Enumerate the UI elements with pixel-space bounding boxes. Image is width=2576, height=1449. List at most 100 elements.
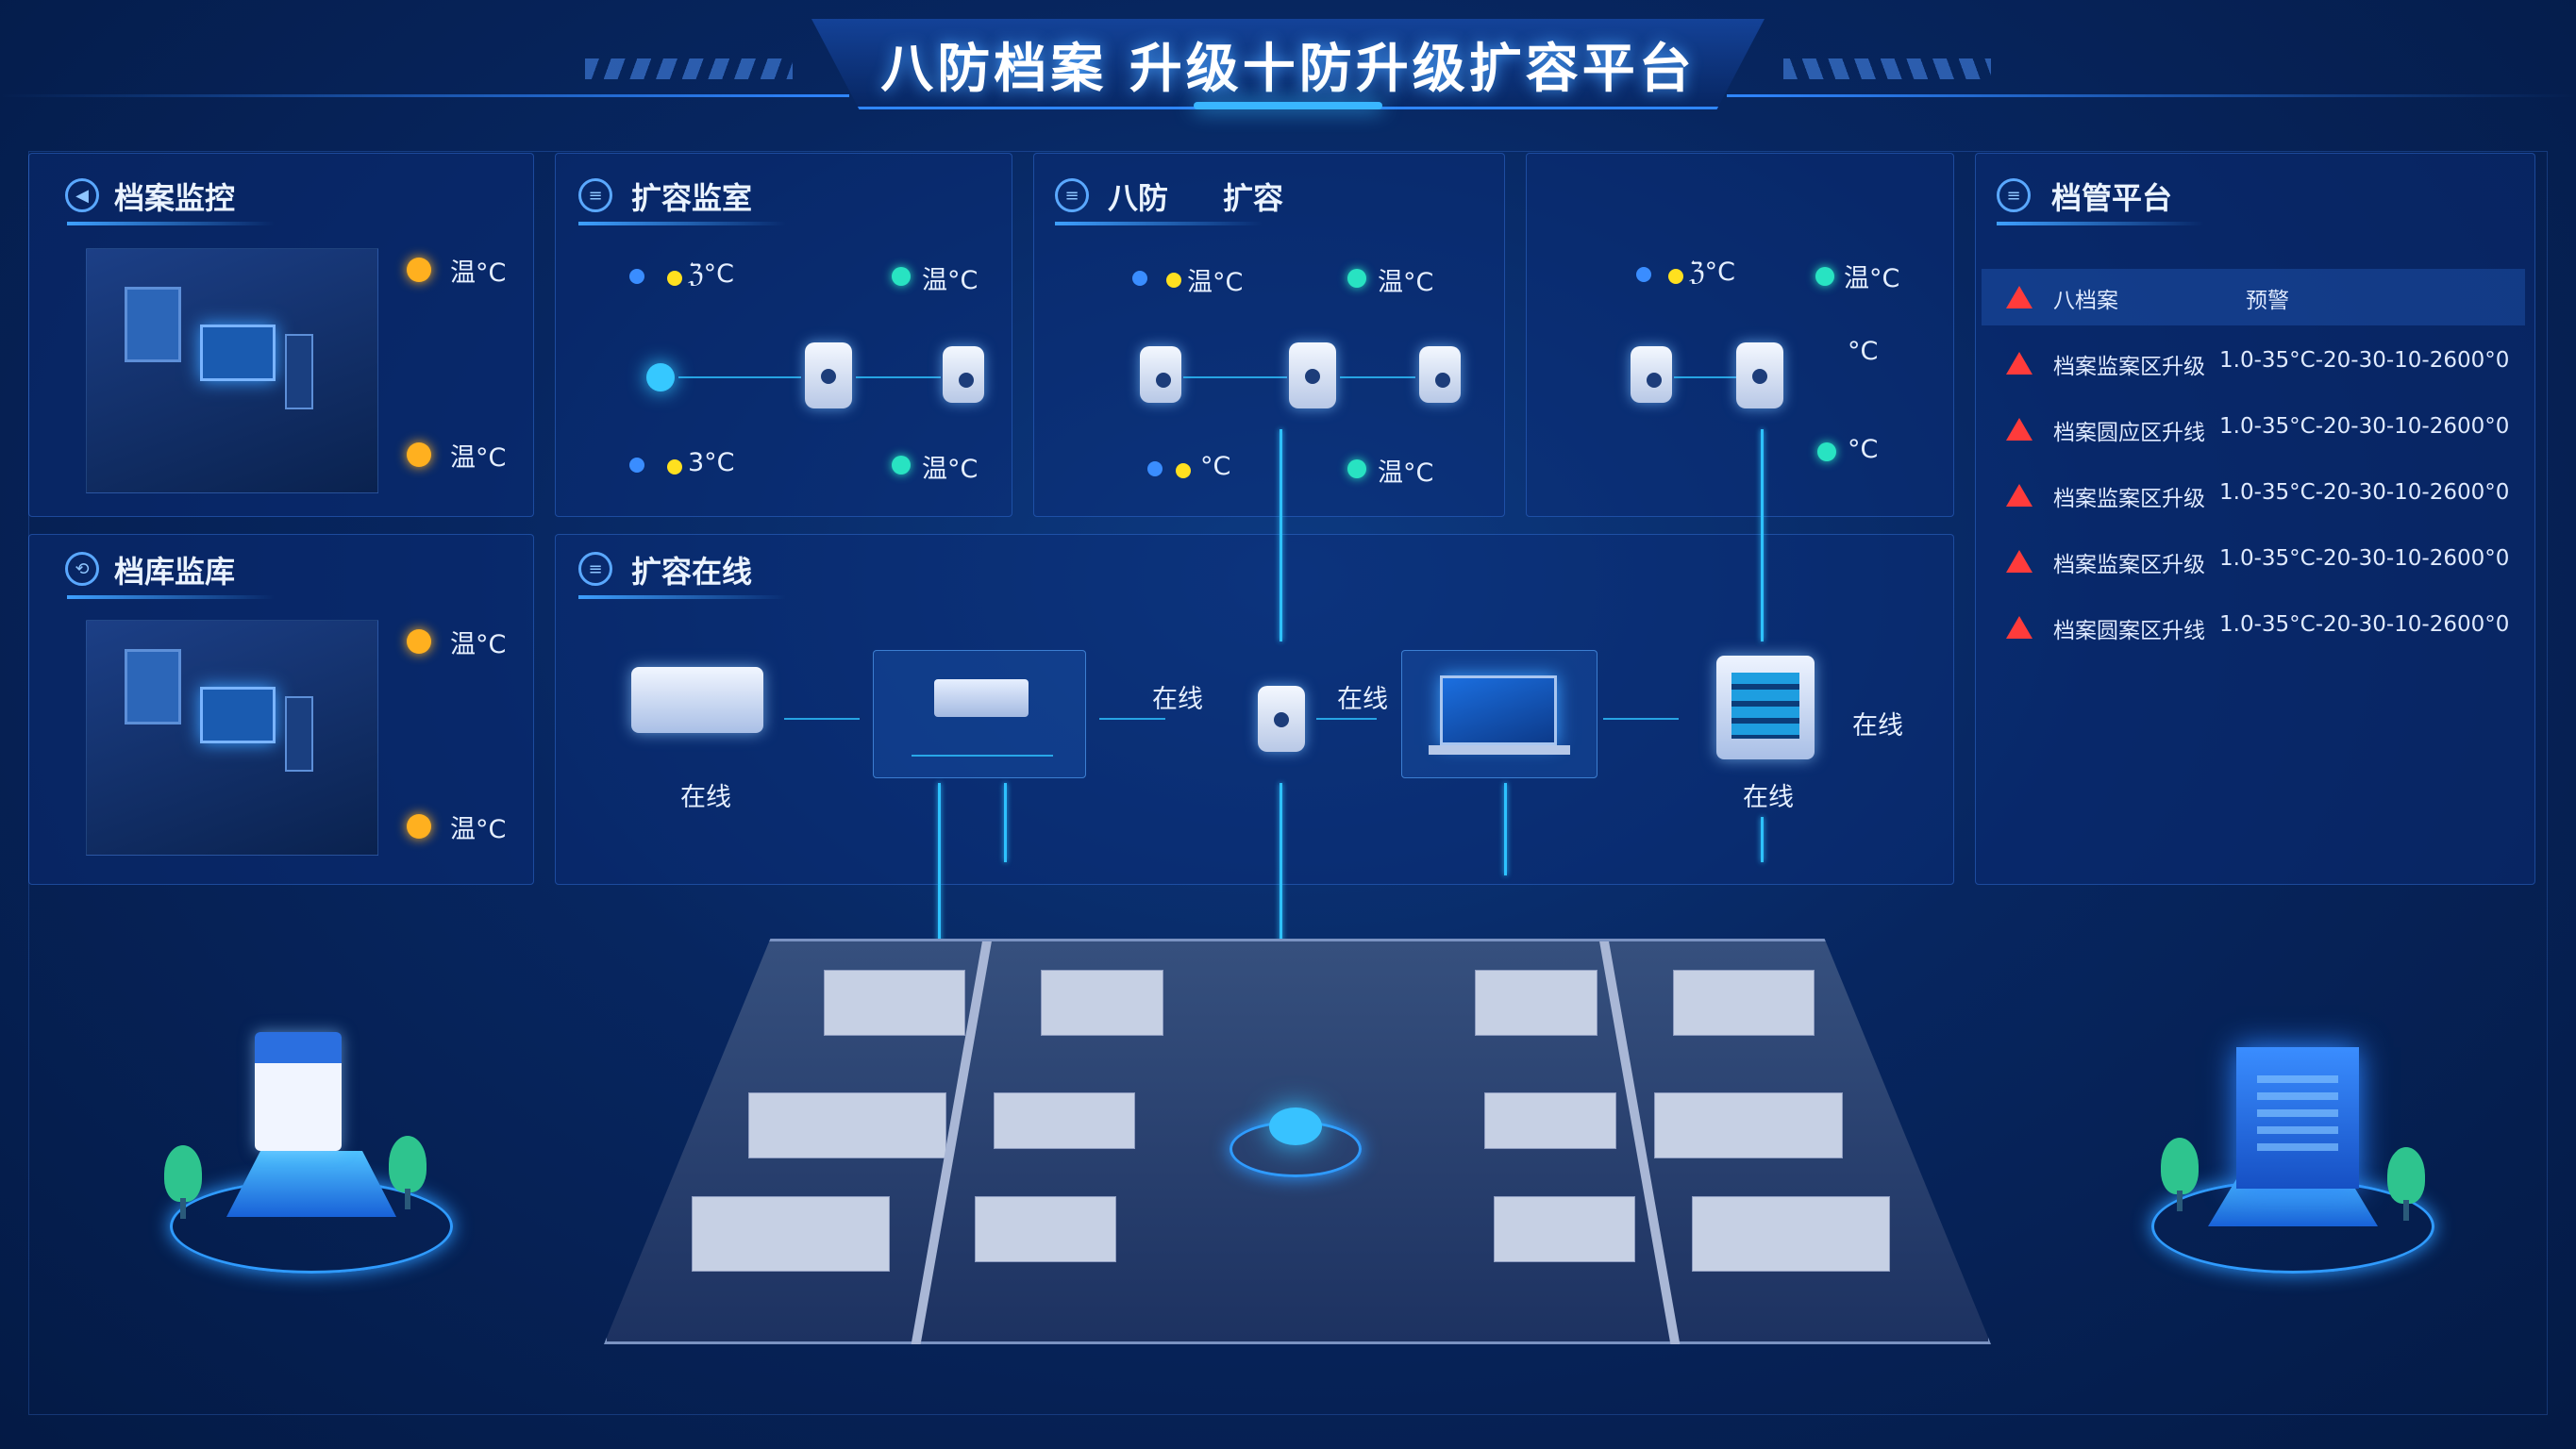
room-image [86, 248, 378, 493]
warning-icon [2006, 286, 2032, 308]
sensor-icon [943, 346, 984, 403]
alert-detail: 1.0-35°C-20-30-10-2600°0 [2219, 348, 2510, 373]
alert-row[interactable]: 档案监案区升级 1.0-35°C-20-30-10-2600°0 [1982, 467, 2525, 524]
title-underline [67, 595, 275, 599]
sensor-icon [646, 363, 675, 391]
device-status: 在线 [1743, 783, 1794, 812]
building-icon [2236, 1047, 2359, 1189]
gateway-box [873, 650, 1086, 778]
room-block [1692, 1196, 1890, 1272]
temp-2: 温°C [1378, 268, 1434, 297]
alert-name: 档案监案区升级 [2053, 553, 2205, 577]
alert-detail: 1.0-35°C-20-30-10-2600°0 [2219, 612, 2510, 637]
archive-platform-panel: ≡ 档管平台 八档案 预警 档案监案区升级 1.0-35°C-20-30-10-… [1975, 153, 2535, 885]
dot-icon [1668, 269, 1683, 284]
title-underline [578, 222, 786, 225]
dot-icon [1636, 267, 1651, 282]
alert-name: 档案圆案区升线 [2053, 619, 2205, 643]
temp-4: 温°C [1378, 458, 1434, 488]
sensor-icon [1258, 686, 1305, 752]
connector-line [1183, 376, 1287, 378]
alert-row[interactable]: 档案监案区升级 1.0-35°C-20-30-10-2600°0 [1982, 533, 2525, 590]
alert-detail: 1.0-35°C-20-30-10-2600°0 [2219, 480, 2510, 505]
document-icon: ≡ [1055, 178, 1089, 212]
header-glow [1194, 102, 1382, 109]
warning-icon [2006, 616, 2032, 639]
temp-4: 温°C [922, 455, 979, 484]
status-dot [1347, 459, 1366, 478]
alert-detail: 1.0-35°C-20-30-10-2600°0 [2219, 414, 2510, 439]
alert-row[interactable]: 档案圆案区升线 1.0-35°C-20-30-10-2600°0 [1982, 599, 2525, 656]
temp-bottom: 温°C [450, 443, 507, 473]
alert-row[interactable]: 档案圆应区升线 1.0-35°C-20-30-10-2600°0 [1982, 401, 2525, 458]
alert-row[interactable]: 档案监案区升级 1.0-35°C-20-30-10-2600°0 [1982, 335, 2525, 391]
room-block [994, 1092, 1135, 1149]
room-block [748, 1092, 946, 1158]
floor-plan [604, 939, 1991, 1344]
dot-icon [667, 459, 682, 475]
connector-line [938, 783, 941, 1000]
alert-name: 档案监案区升级 [2053, 355, 2205, 379]
connector-line [1316, 718, 1377, 720]
tree-icon [2387, 1147, 2425, 1204]
warning-icon [2006, 418, 2032, 441]
document-icon: ≡ [1997, 178, 2031, 212]
expand-monitor-panel: ≡ 扩容监室 ℨ°C 温°C 3°C 温°C [555, 153, 1012, 517]
platform-base [226, 1151, 396, 1217]
temp-4: °C [1848, 435, 1879, 464]
beacon-glow [1269, 1108, 1322, 1145]
dot-icon [1166, 273, 1181, 288]
room-block [1654, 1092, 1843, 1158]
status-dot [1347, 269, 1366, 288]
room-block [692, 1196, 890, 1272]
sensor-icon [1736, 342, 1783, 408]
temp-2: 温°C [1844, 264, 1900, 293]
connector-line [1280, 429, 1282, 641]
temp-3: °C [1848, 337, 1879, 366]
temp-3: °C [1200, 452, 1231, 481]
temp-2: 温°C [922, 266, 979, 295]
temp-top: 温°C [450, 258, 507, 288]
warning-icon [2006, 550, 2032, 573]
sun-icon [407, 814, 431, 839]
title-underline [67, 222, 275, 225]
alert-header-row: 八档案 预警 [1982, 269, 2525, 325]
room-block [1673, 970, 1815, 1036]
tree-icon [2161, 1138, 2199, 1194]
tree-icon [389, 1136, 427, 1192]
header-col1: 八档案 [2053, 289, 2118, 313]
room-image [86, 620, 378, 856]
eight-defense-panel: ≡ 八防 扩容 温°C 温°C °C 温°C [1033, 153, 1505, 517]
connector-line [1761, 817, 1764, 862]
header-stripes-right [1783, 58, 1991, 79]
warning-icon [2006, 352, 2032, 375]
connector-line [1504, 783, 1507, 875]
connector-line [1099, 718, 1165, 720]
device-icon [255, 1032, 342, 1151]
expand-online-panel: ≡ 扩容在线 在线 在线 在线 在线 在线 [555, 534, 1954, 885]
dot-icon [629, 269, 644, 284]
speaker-icon: ⟲ [65, 552, 99, 586]
page-title: 八防档案 升级十防升级扩容平台 [880, 39, 1696, 100]
room-block [1041, 970, 1163, 1036]
room-block [1494, 1196, 1635, 1262]
connector-line [1674, 376, 1749, 378]
alert-name: 档案圆应区升线 [2053, 421, 2205, 445]
status-dot [1817, 442, 1836, 461]
title-underline [578, 595, 786, 599]
temp-bottom: 温°C [450, 815, 507, 844]
room-block [975, 1196, 1116, 1262]
dot-icon [1176, 463, 1191, 478]
temp-1: ℨ°C [688, 259, 734, 289]
archive-monitor-panel: ◀ 档案监控 温°C 温°C [28, 153, 534, 517]
sensor-icon [805, 342, 852, 408]
room-block [1484, 1092, 1616, 1149]
connector-line [1603, 718, 1679, 720]
panel-title-a: 八防 [1108, 180, 1169, 216]
laptop-box [1401, 650, 1597, 778]
connector-line [1340, 376, 1415, 378]
dot-icon [667, 271, 682, 286]
title-underline [1997, 222, 2204, 225]
sun-icon [407, 629, 431, 654]
server-icon [631, 667, 763, 733]
